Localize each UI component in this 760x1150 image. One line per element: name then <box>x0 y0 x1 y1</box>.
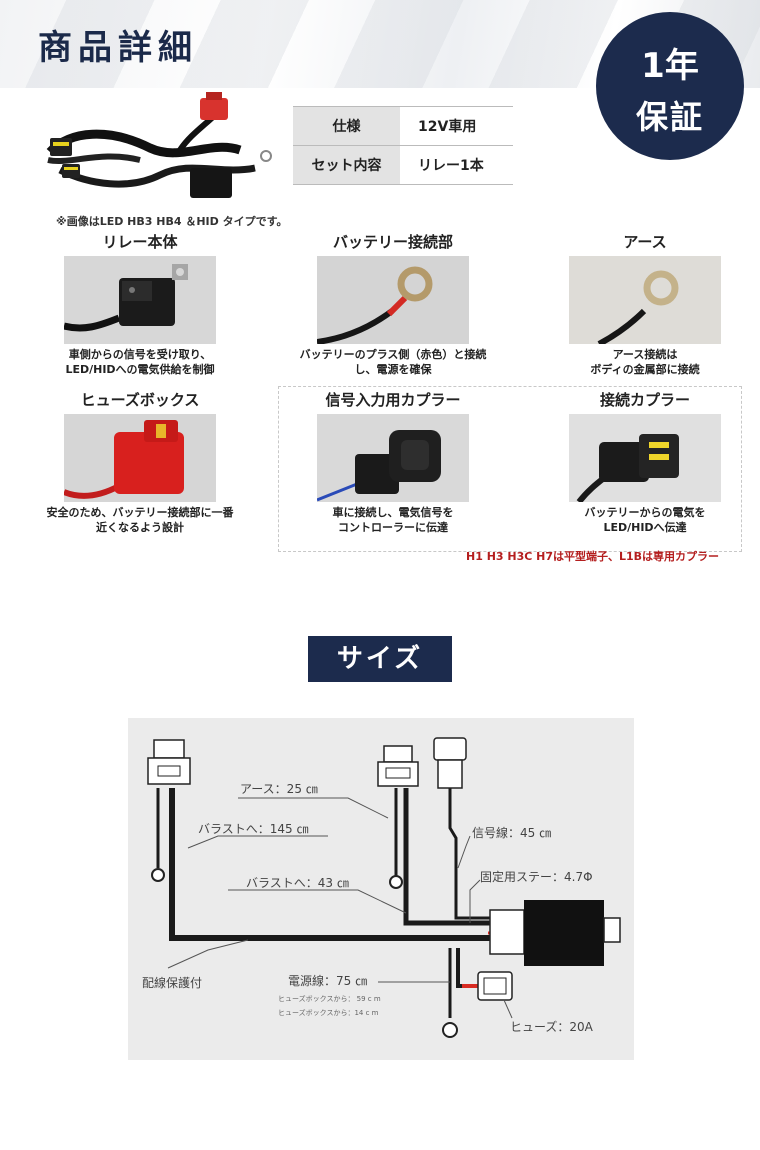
warranty-year: 1年 <box>641 46 699 86</box>
earth-terminal-photo <box>569 256 721 344</box>
spec-key: 仕様 <box>293 106 400 146</box>
part-desc: 近くなるよう設計 <box>96 521 184 534</box>
part-desc: LED/HIDへの電気供給を制御 <box>65 363 215 376</box>
label-fuse-20a: ヒューズ：20A <box>510 1020 593 1034</box>
part-desc: 安全のため、バッテリー接続部に一番 <box>46 506 234 519</box>
part-fuse-box: ヒューズボックス 安全のため、バッテリー接続部に一番 近くなるよう設計 <box>25 390 255 535</box>
label-power: 電源線：75 ㎝ <box>288 974 368 988</box>
label-fuse-from-14: ヒューズボックスから：14 c m <box>278 1009 379 1017</box>
size-heading: サイズ <box>308 636 452 682</box>
part-connection-coupler: 接続カプラー バッテリーからの電気を LED/HIDへ伝達 <box>530 390 760 535</box>
part-desc: ボディの金属部に接続 <box>590 363 700 376</box>
label-ballast-145: バラストへ：145 ㎝ <box>198 822 309 836</box>
spec-key: セット内容 <box>293 145 400 185</box>
label-earth: アース：25 ㎝ <box>240 782 318 796</box>
battery-terminal-photo <box>317 256 469 344</box>
part-title: バッテリー接続部 <box>332 233 453 251</box>
page-title: 商品詳細 <box>38 28 198 68</box>
wiring-diagram <box>147 737 621 1038</box>
size-diagram: アース：25 ㎝ バラストへ：145 ㎝ 信号線：45 ㎝ 固定用ステー：4.7… <box>128 718 634 1060</box>
part-desc: コントローラーに伝達 <box>338 521 448 534</box>
label-stay: 固定用ステー：4.7Φ <box>480 870 593 884</box>
spec-row: 仕様 12V車用 <box>293 106 513 146</box>
label-signal: 信号線：45 ㎝ <box>472 826 552 840</box>
part-earth: アース アース接続は ボディの金属部に接続 <box>530 232 760 377</box>
part-title: 信号入力用カプラー <box>325 391 461 409</box>
warranty-label: 保証 <box>635 98 704 136</box>
warranty-badge: 1年 保証 <box>596 12 744 160</box>
spec-row: セット内容 リレー1本 <box>293 145 513 185</box>
label-protect: 配線保護付 <box>142 976 203 990</box>
part-title: 接続カプラー <box>599 391 690 409</box>
label-fuse-from-59: ヒューズボックスから： 59 c m <box>278 995 381 1003</box>
connection-coupler-photo <box>569 414 721 502</box>
spec-table: 仕様 12V車用 セット内容 リレー1本 <box>293 106 513 185</box>
photo-note: ※画像はLED HB3 HB4 ＆HID タイプです。 <box>56 215 288 228</box>
part-battery: バッテリー接続部 バッテリーのプラス側（赤色）と接続 し、電源を確保 <box>278 232 508 377</box>
signal-coupler-photo <box>317 414 469 502</box>
harness-photo <box>46 92 272 198</box>
part-desc: 車に接続し、電気信号を <box>332 506 454 519</box>
part-desc: し、電源を確保 <box>354 363 432 376</box>
spec-value: 12V車用 <box>400 106 513 146</box>
part-desc: LED/HIDへ伝達 <box>603 521 687 534</box>
part-signal-coupler: 信号入力用カプラー 車に接続し、電気信号を コントローラーに伝達 <box>278 390 508 535</box>
part-desc: バッテリーからの電気を <box>584 506 706 519</box>
part-title: アース <box>623 233 667 251</box>
coupler-note: H1 H3 H3C H7は平型端子、L1Bは専用カプラー <box>466 550 720 563</box>
relay-photo <box>64 256 216 344</box>
part-desc: バッテリーのプラス側（赤色）と接続 <box>299 348 487 361</box>
part-desc: 車側からの信号を受け取り、 <box>68 348 212 361</box>
part-relay: リレー本体 車側からの信号を受け取り、 LED/HIDへの電気供給を制御 <box>25 232 255 377</box>
coupler-group-frame <box>278 386 742 552</box>
part-desc: アース接続は <box>612 348 678 361</box>
part-title: リレー本体 <box>102 233 178 251</box>
part-title: ヒューズボックス <box>80 391 200 409</box>
label-ballast-43: バラストへ：43 ㎝ <box>246 876 349 890</box>
fuse-box-photo <box>64 414 216 502</box>
spec-value: リレー1本 <box>400 145 513 185</box>
